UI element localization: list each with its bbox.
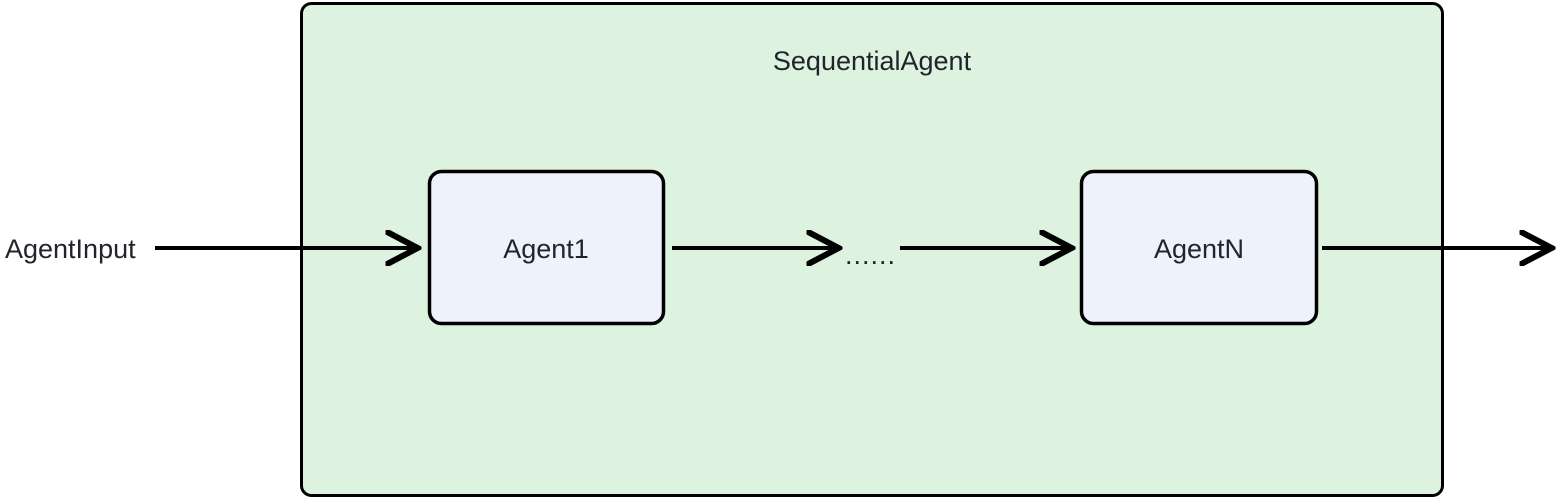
node-agentn[interactable]: AgentN bbox=[1079, 169, 1319, 326]
node-agent1-label: Agent1 bbox=[503, 234, 589, 264]
node-agentn-rect bbox=[1079, 169, 1319, 326]
node-agent1-rect bbox=[427, 169, 666, 326]
group-title-label: SequentialAgent bbox=[773, 46, 972, 76]
node-agentn-label: AgentN bbox=[1154, 234, 1244, 264]
ellipsis-label: ...... bbox=[845, 240, 896, 270]
node-agent1[interactable]: Agent1 bbox=[427, 169, 666, 326]
agent-input-label: AgentInput bbox=[5, 234, 136, 264]
